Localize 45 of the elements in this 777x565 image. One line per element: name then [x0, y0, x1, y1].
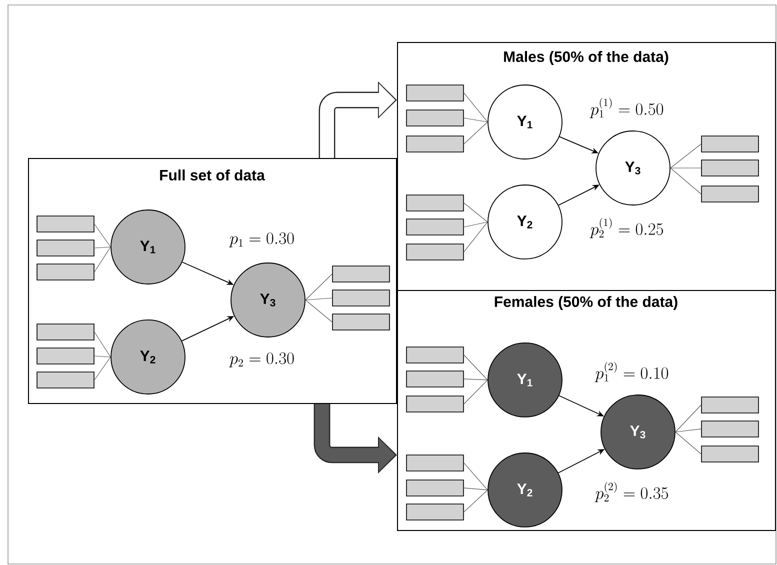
indicator-box [332, 290, 390, 306]
indicator-box [406, 84, 464, 102]
indicator-box [36, 324, 94, 340]
indicator-box [406, 136, 464, 152]
edge-label: $p_{1} = 0.30$ [228, 232, 296, 248]
indicator-box [332, 266, 390, 282]
indicator-box [701, 446, 759, 462]
indicator-box [406, 110, 464, 126]
indicator-box [406, 194, 464, 212]
indicator-box [701, 186, 759, 202]
indicator-box [406, 454, 464, 472]
indicator-box [406, 370, 464, 388]
edge-label: $p_{2} = 0.30$ [228, 352, 296, 368]
indicator-box [36, 264, 94, 280]
edge-label: $p^{(2)}_{1} = 0.10$ [594, 360, 670, 384]
circle-node: Y$_{3}$ [596, 130, 670, 206]
indicator-box [701, 420, 759, 438]
indicator-box [701, 396, 759, 414]
indicator-box [406, 480, 464, 496]
circle-node: Y$_{3}$ [230, 262, 306, 338]
circle-node: Y$_{1}$ [488, 84, 562, 160]
circle-node: Y$_{2}$ [488, 452, 562, 528]
panel-title: Females (50% of the data) [494, 296, 678, 310]
panel-title: Males (50% of the data) [504, 51, 668, 65]
indicator-box [406, 346, 464, 364]
indicator-box [701, 160, 759, 176]
indicator-box [36, 348, 94, 364]
circle-node: Y$_{3}$ [600, 394, 676, 470]
indicator-box [406, 244, 464, 260]
panel-title: Full set of data [160, 169, 266, 180]
circle-node: Y$_{2}$ [488, 184, 562, 260]
edge-label: $p^{(1)}_{2} = 0.25$ [589, 216, 665, 240]
edge-label: $p^{(2)}_{2} = 0.35$ [594, 480, 670, 504]
indicator-box [332, 314, 390, 330]
indicator-box [36, 372, 94, 388]
indicator-box [701, 136, 759, 152]
circle-node: Y$_{1}$ [488, 342, 562, 418]
indicator-box [36, 216, 94, 232]
indicator-box [406, 218, 464, 236]
indicator-box [36, 240, 94, 256]
circle-node: Y$_{1}$ [110, 210, 186, 284]
circle-node: Y$_{2}$ [110, 320, 186, 394]
indicator-box [406, 504, 464, 520]
indicator-box [406, 396, 464, 412]
edge-label: $p^{(1)}_{1} = 0.50$ [589, 96, 665, 120]
